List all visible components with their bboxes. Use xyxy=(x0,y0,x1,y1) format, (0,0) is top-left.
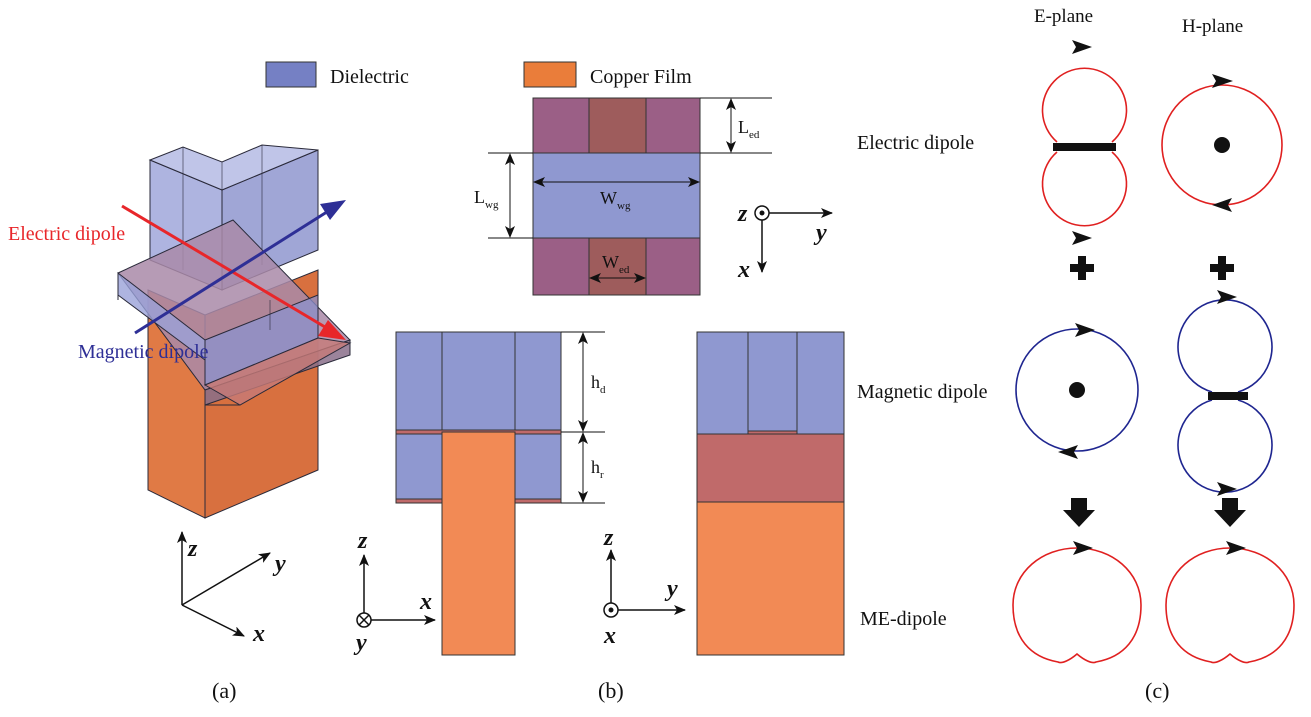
h-plane-magnetic-arrow-top xyxy=(1217,290,1237,304)
panel-a-3d-model xyxy=(117,144,352,519)
left-axis-z: z xyxy=(357,528,368,554)
electric-dipole-h-plane-dot xyxy=(1214,137,1230,153)
magnetic-dipole-arrow xyxy=(134,208,331,335)
legend-swatch-copper xyxy=(523,61,577,88)
me-dipole-h-plane-pattern xyxy=(1165,547,1295,664)
magnetic-dipole-e-plane-pattern xyxy=(1015,328,1139,452)
legend-label-dielectric: Dielectric xyxy=(330,66,409,88)
panel-b-caption: (b) xyxy=(598,678,624,703)
e-plane-magnetic-arrow-bottom xyxy=(1058,445,1078,459)
top-axis-z: z xyxy=(737,201,748,227)
electric-dipole-e-plane-bar xyxy=(1053,143,1116,151)
h-plane-electric-arrow-top xyxy=(1212,74,1233,88)
e-plane-electric-arrow-bottom xyxy=(1072,231,1092,245)
down-arrow-h-plane xyxy=(1214,498,1246,527)
electric-dipole-arrow xyxy=(121,204,331,332)
row-label-electric-dipole: Electric dipole xyxy=(857,132,974,154)
legend-swatch-dielectric xyxy=(265,61,317,88)
me-e-plane-arrow xyxy=(1073,541,1093,555)
me-h-plane-arrow xyxy=(1226,541,1246,555)
copper-film-strip xyxy=(203,337,352,406)
electric-dipole-label: Electric dipole xyxy=(8,223,125,245)
magnetic-dipole-h-plane-bar xyxy=(1208,392,1248,400)
right-axis-x: x xyxy=(603,623,616,649)
side-view-dimensions xyxy=(561,331,605,504)
panel-b-side-view-xz xyxy=(395,331,562,656)
magnetic-dipole-e-plane-dot xyxy=(1069,382,1085,398)
panel-b-top-view xyxy=(532,97,701,296)
top-view-waveguide xyxy=(532,152,701,239)
left-axis-x: x xyxy=(419,589,432,615)
e-plane-header: E-plane xyxy=(1034,6,1093,27)
electric-dipole-arrowhead xyxy=(318,320,346,340)
legend: Dielectric Copper Film xyxy=(265,61,692,88)
dim-L-wg: Lwg xyxy=(474,187,499,211)
down-arrow-e-plane xyxy=(1063,498,1095,527)
panel-a-axis-z: z xyxy=(187,536,198,562)
panel-a-axes xyxy=(177,531,271,637)
top-view-upper-center xyxy=(588,97,647,154)
dim-W-ed: Wed xyxy=(602,252,630,276)
panel-b-left-axes xyxy=(356,554,436,628)
side-view-copper-post xyxy=(441,431,516,656)
panel-a-caption: (a) xyxy=(212,678,236,703)
panel-a-axis-y: y xyxy=(272,551,286,577)
magnetic-dipole-arrowhead xyxy=(320,200,346,220)
me-dipole-e-plane-pattern xyxy=(1012,547,1142,664)
plus-sign-h-plane xyxy=(1210,256,1234,280)
dim-W-wg: Wwg xyxy=(600,188,631,212)
dim-h-r: hr xyxy=(591,457,604,481)
row-label-magnetic-dipole: Magnetic dipole xyxy=(857,381,988,403)
panel-b-side-view-yz xyxy=(696,331,845,656)
panel-a-axis-x: x xyxy=(252,621,265,647)
e-plane-electric-arrow-top xyxy=(1072,40,1092,54)
row-label-me-dipole: ME-dipole xyxy=(860,608,947,630)
plus-sign-e-plane xyxy=(1070,256,1094,280)
left-axis-y: y xyxy=(353,630,367,656)
h-plane-electric-arrow-bottom xyxy=(1212,198,1232,212)
top-axes-z-dot xyxy=(759,210,765,216)
right-axis-y: y xyxy=(664,576,678,602)
h-plane-header: H-plane xyxy=(1182,16,1243,37)
top-view-lower-center xyxy=(588,237,647,296)
electric-dipole-e-plane-pattern xyxy=(1041,67,1128,227)
h-plane-magnetic-arrow-bottom xyxy=(1217,482,1237,496)
magnetic-dipole-label: Magnetic dipole xyxy=(78,341,209,363)
dim-h-d: hd xyxy=(591,372,606,396)
legend-label-copper: Copper Film xyxy=(590,66,692,88)
right-axis-z: z xyxy=(603,525,614,551)
top-view-dimensions xyxy=(488,97,772,283)
dim-L-ed: Led xyxy=(738,117,760,141)
e-plane-magnetic-arrow-top xyxy=(1075,323,1095,337)
top-axis-x: x xyxy=(737,257,750,283)
panel-b-right-axes xyxy=(603,549,686,618)
top-axis-y: y xyxy=(813,220,827,246)
panel-b-top-axes xyxy=(754,205,833,273)
panel-c-caption: (c) xyxy=(1145,678,1169,703)
right-axes-x-dot xyxy=(608,607,614,613)
